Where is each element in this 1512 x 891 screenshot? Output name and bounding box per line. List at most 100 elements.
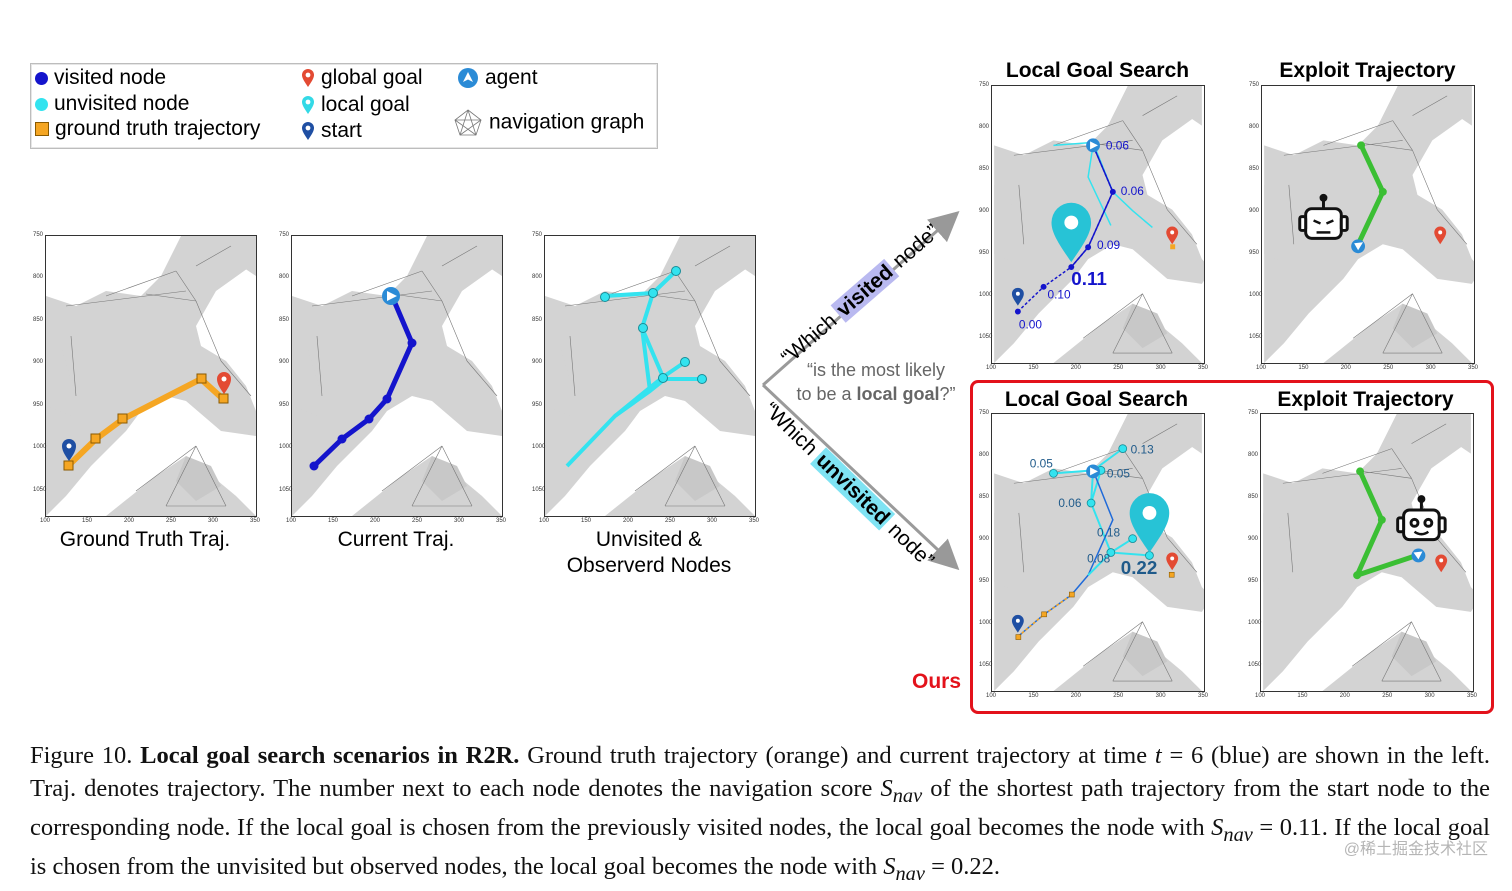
svg-text:0.06: 0.06 — [1121, 184, 1144, 198]
visited-local-goal-map: 0.06 0.06 0.09 0.11 0.10 0.00 — [991, 85, 1205, 364]
y-tick-label: 1050 — [532, 486, 546, 493]
y-tick-label: 850 — [979, 165, 990, 172]
y-tick-label: 1000 — [33, 444, 47, 451]
global-goal-pin-icon — [302, 69, 314, 88]
ground-truth-square-icon — [35, 122, 49, 137]
y-tick-label: 900 — [1249, 207, 1260, 214]
y-tick-label: 1000 — [532, 444, 546, 451]
legend: visited node unvisited node ground truth… — [30, 63, 658, 149]
global-goal-pin-icon — [1166, 552, 1179, 571]
y-tick-label: 950 — [532, 401, 543, 408]
svg-text:0.05: 0.05 — [1107, 466, 1130, 480]
x-tick-label: 100 — [1256, 365, 1267, 371]
agent-icon — [1411, 548, 1426, 563]
svg-text:0.08: 0.08 — [1087, 551, 1110, 565]
y-tick-label: 1050 — [979, 661, 993, 668]
figure-caption: Figure 10. Local goal search scenarios i… — [30, 742, 1491, 886]
y-tick-label: 1000 — [979, 291, 993, 298]
visited-search-title: Local Goal Search — [1005, 59, 1190, 82]
x-tick-label: 100 — [40, 518, 51, 524]
ours-highlight-box — [970, 380, 1494, 714]
y-tick-label: 1050 — [33, 486, 47, 493]
y-tick-label: 1050 — [1249, 333, 1263, 340]
y-tick-label: 1050 — [279, 486, 293, 493]
y-tick-label: 800 — [33, 274, 44, 281]
x-tick-label: 300 — [1155, 693, 1166, 699]
svg-text:0.10: 0.10 — [1048, 288, 1071, 302]
agent-icon — [1086, 138, 1100, 153]
y-tick-label: 900 — [33, 359, 44, 366]
svg-text:0.18: 0.18 — [1097, 526, 1120, 540]
y-tick-label: 850 — [33, 316, 44, 323]
legend-start: start — [301, 119, 362, 143]
y-tick-label: 850 — [1249, 165, 1260, 172]
y-tick-label: 750 — [33, 232, 44, 238]
legend-agent: agent — [457, 66, 538, 90]
y-tick-label: 950 — [1249, 249, 1260, 256]
ours-label: Ours — [912, 670, 962, 693]
local-goal-pin-icon — [1051, 202, 1092, 263]
x-tick-label: 350 — [1198, 365, 1209, 371]
x-tick-label: 350 — [1198, 693, 1209, 699]
x-tick-label: 150 — [581, 518, 592, 524]
local-goal-pin-icon — [1129, 493, 1170, 553]
x-tick-label: 300 — [1424, 693, 1435, 699]
y-tick-label: 900 — [979, 535, 990, 542]
y-tick-label: 1000 — [1248, 619, 1262, 626]
y-tick-label: 1000 — [979, 619, 993, 626]
unvisited-exploit-title: Exploit Trajectory — [1277, 388, 1454, 411]
current-trajectory-map — [291, 235, 503, 517]
start-pin-icon — [302, 122, 314, 141]
x-tick-label: 150 — [1028, 365, 1039, 371]
y-tick-label: 950 — [979, 577, 990, 584]
x-tick-label: 150 — [82, 518, 93, 524]
y-tick-label: 1050 — [1248, 661, 1262, 668]
y-tick-label: 900 — [979, 207, 990, 214]
legend-ground-truth: ground truth trajectory — [35, 117, 260, 141]
robot-sad-icon — [1298, 193, 1349, 240]
y-tick-label: 800 — [979, 123, 990, 130]
ground-truth-caption: Ground Truth Traj. — [59, 528, 231, 551]
x-tick-label: 250 — [1113, 693, 1124, 699]
y-tick-label: 750 — [979, 410, 990, 416]
x-tick-label: 300 — [707, 518, 718, 524]
x-tick-label: 150 — [1028, 693, 1039, 699]
ground-truth-map — [45, 235, 257, 517]
y-tick-label: 950 — [979, 249, 990, 256]
x-tick-label: 200 — [1070, 693, 1081, 699]
y-tick-label: 950 — [1248, 577, 1259, 584]
x-tick-label: 100 — [1255, 693, 1266, 699]
y-tick-label: 850 — [1248, 493, 1259, 500]
x-tick-label: 100 — [539, 518, 550, 524]
x-tick-label: 100 — [286, 518, 297, 524]
x-tick-label: 350 — [1468, 365, 1479, 371]
y-tick-label: 850 — [279, 316, 290, 323]
unvisited-node-icon — [35, 97, 48, 111]
y-tick-label: 800 — [279, 274, 290, 281]
x-tick-label: 250 — [166, 518, 177, 524]
svg-text:0.06: 0.06 — [1106, 138, 1129, 152]
svg-text:0.13: 0.13 — [1131, 443, 1154, 457]
legend-navigation-graph: navigation graph — [453, 108, 644, 138]
local-goal-pin-icon — [302, 96, 314, 115]
y-tick-label: 800 — [1249, 123, 1260, 130]
x-tick-label: 350 — [496, 518, 507, 524]
y-tick-label: 750 — [532, 232, 543, 238]
visited-exploit-map — [1261, 85, 1475, 364]
svg-text:0.09: 0.09 — [1097, 238, 1120, 252]
y-tick-label: 750 — [279, 232, 290, 238]
x-tick-label: 250 — [412, 518, 423, 524]
y-tick-label: 800 — [1248, 451, 1259, 458]
unvisited-search-title: Local Goal Search — [1004, 388, 1189, 411]
x-tick-label: 200 — [1340, 365, 1351, 371]
y-tick-label: 900 — [532, 359, 543, 366]
current-trajectory-caption: Current Traj. — [337, 528, 455, 551]
y-tick-label: 850 — [979, 493, 990, 500]
unvisited-exploit-map — [1260, 413, 1474, 692]
unvisited-nodes-map — [544, 235, 756, 517]
watermark: @稀土掘金技术社区 — [1343, 841, 1488, 858]
y-tick-label: 750 — [1249, 82, 1260, 88]
x-tick-label: 350 — [250, 518, 261, 524]
y-tick-label: 950 — [279, 401, 290, 408]
legend-visited: visited node — [35, 66, 166, 90]
